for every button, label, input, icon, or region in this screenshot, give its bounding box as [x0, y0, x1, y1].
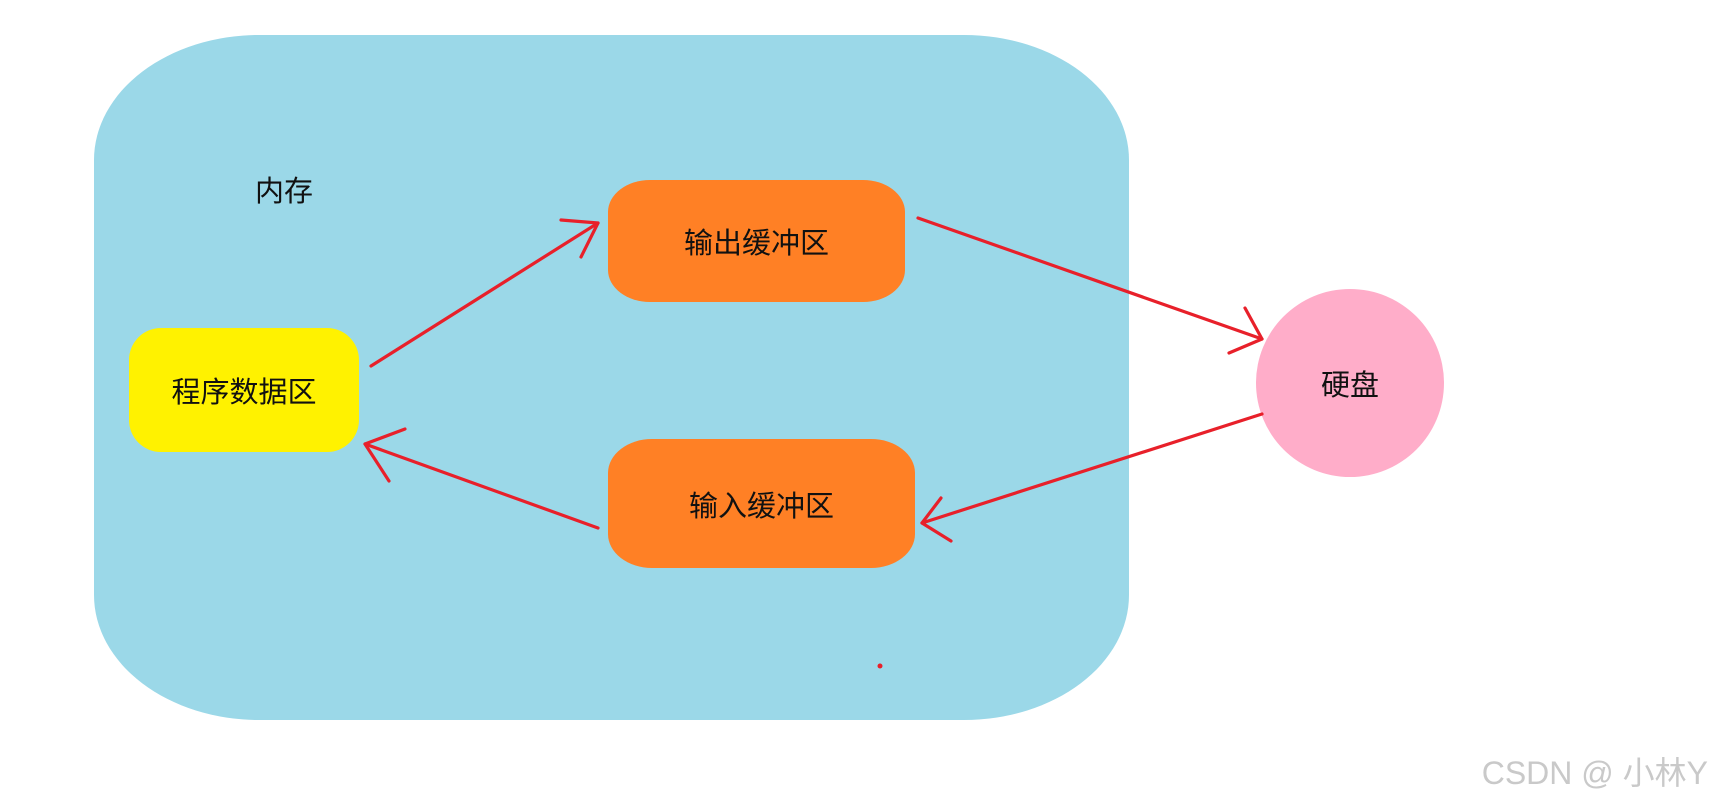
input-buffer: 输入缓冲区: [608, 439, 915, 568]
watermark: CSDN @ 小林Y: [1481, 755, 1708, 791]
disk: 硬盘: [1256, 289, 1444, 477]
output-buffer: 输出缓冲区: [608, 180, 905, 302]
program-data-area: 程序数据区: [129, 328, 359, 452]
memory-label: 内存: [255, 174, 314, 208]
